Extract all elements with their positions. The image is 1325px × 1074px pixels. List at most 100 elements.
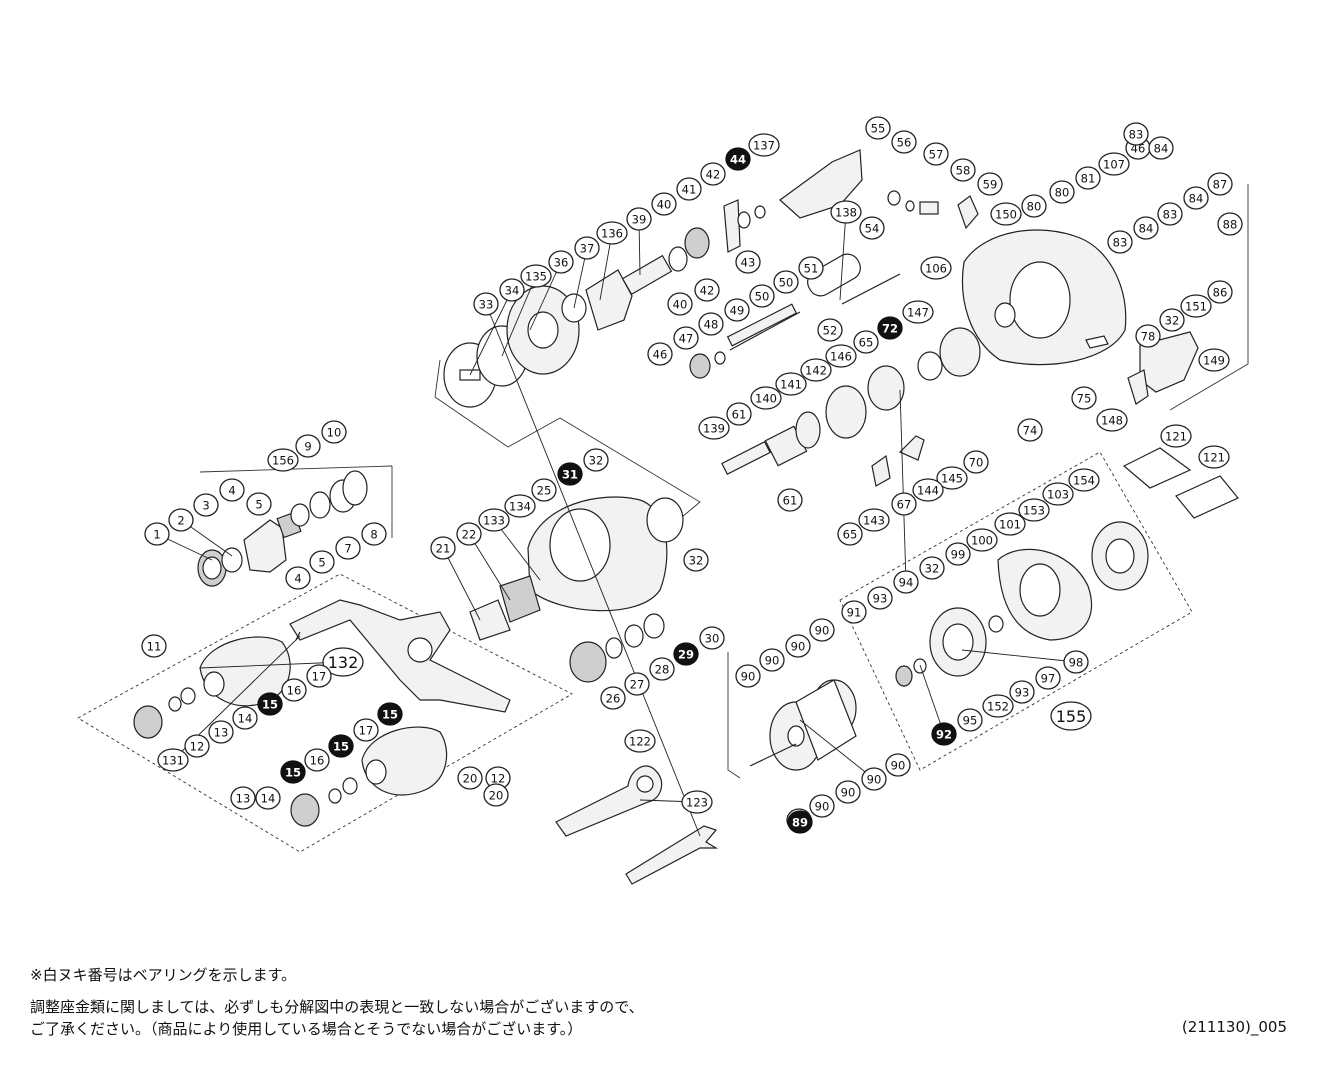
part-label-86: 86 [1207,280,1233,304]
part-label-oval [1148,136,1174,160]
part-label-95: 95 [957,708,983,732]
part-label-number: 90 [815,800,830,814]
part-label-47: 47 [673,326,699,350]
part-label-90: 90 [809,618,835,642]
part-label-55: 55 [865,116,891,140]
part-label-80: 80 [1049,180,1075,204]
thumb-bar-parts [779,149,979,230]
part-label-oval [859,216,885,240]
part-label-oval [825,344,857,368]
part-label-number: 92 [936,728,952,742]
part-label-number: 37 [580,242,595,256]
part-label-100: 100 [966,528,998,552]
part-label-number: 121 [1165,430,1187,444]
part-label-156: 156 [267,448,299,472]
part-label-oval [144,522,170,546]
part-label-number: 99 [951,548,966,562]
part-label-148: 148 [1096,408,1128,432]
part-label-oval [328,734,354,758]
part-label-number: 9 [304,440,311,454]
part-label-50: 50 [749,284,775,308]
part-label-oval [1071,386,1097,410]
part-label-number: 95 [963,714,978,728]
part-label-number: 12 [491,772,506,786]
part-label-number: 106 [925,262,947,276]
part-label-oval [798,256,824,280]
part-label-number: 3 [202,499,209,513]
part-label-number: 146 [830,350,852,364]
part-label-number: 90 [815,624,830,638]
part-label-number: 29 [678,648,694,662]
part-label-number: 91 [847,606,862,620]
part-label-oval [919,556,945,580]
part-label-number: 4 [294,572,301,586]
part-label-number: 89 [792,816,808,830]
part-label-oval [912,478,944,502]
part-label-131: 131 [157,748,189,772]
part-label-oval [809,618,835,642]
part-label-25: 25 [531,478,557,502]
part-label-oval [184,734,210,758]
part-label-144: 144 [912,478,944,502]
leader-lines [156,211,1077,837]
spool [749,679,857,771]
part-label-oval [865,116,891,140]
part-label-oval [531,478,557,502]
handle-nut-assembly [197,470,368,587]
part-label-number: 61 [732,408,747,422]
part-label-number: 78 [1141,330,1156,344]
part-label-30: 30 [699,626,725,650]
part-label-number: 55 [871,122,886,136]
part-label-16: 16 [304,748,330,772]
part-label-oval [1068,468,1100,492]
part-label-number: 86 [1213,286,1228,300]
part-label-136: 136 [596,221,628,245]
part-label-26: 26 [600,686,626,710]
part-label-oval [966,528,998,552]
part-label-40: 40 [667,292,693,316]
part-label-oval [600,686,626,710]
part-label-91: 91 [841,600,867,624]
shim-note-line-2: ご了承ください。（商品により使用している場合とそうでない場合がございます。） [30,1020,583,1038]
part-label-number: 47 [679,332,694,346]
part-label-oval [1049,180,1075,204]
part-label-42: 42 [694,278,720,302]
part-label-83: 83 [1157,202,1183,226]
badges-121 [1122,447,1239,519]
part-label-oval [1160,424,1192,448]
part-label-number: 13 [236,792,251,806]
part-label-15: 15 [328,734,354,758]
part-label-65: 65 [837,522,863,546]
part-label-90: 90 [861,767,887,791]
part-label-33: 33 [473,292,499,316]
part-label-oval [725,147,751,171]
part-label-90: 90 [809,794,835,818]
part-label-70: 70 [963,450,989,474]
part-label-number: 149 [1203,354,1225,368]
part-label-number: 70 [969,456,984,470]
part-label-2: 2 [168,508,194,532]
part-label-oval [891,492,917,516]
part-label-number: 56 [897,136,912,150]
part-label-oval [853,330,879,354]
part-label-number: 134 [509,500,531,514]
part-label-oval [280,760,306,784]
part-label-number: 83 [1113,236,1128,250]
part-label-number: 94 [899,576,914,590]
part-label-oval [982,694,1014,718]
part-label-number: 137 [753,139,775,153]
part-label-138: 138 [830,200,862,224]
part-label-99: 99 [945,542,971,566]
part-label-number: 87 [1213,178,1228,192]
part-label-number: 41 [682,183,697,197]
part-label-21: 21 [430,536,456,560]
part-label-41: 41 [676,177,702,201]
part-label-number: 15 [382,708,398,722]
part-label-147: 147 [902,300,934,324]
part-label-number: 49 [730,304,745,318]
part-label-number: 5 [255,498,262,512]
part-label-oval [309,550,335,574]
part-label-number: 93 [1015,686,1030,700]
part-label-number: 32 [689,554,704,568]
part-label-oval [817,318,843,342]
